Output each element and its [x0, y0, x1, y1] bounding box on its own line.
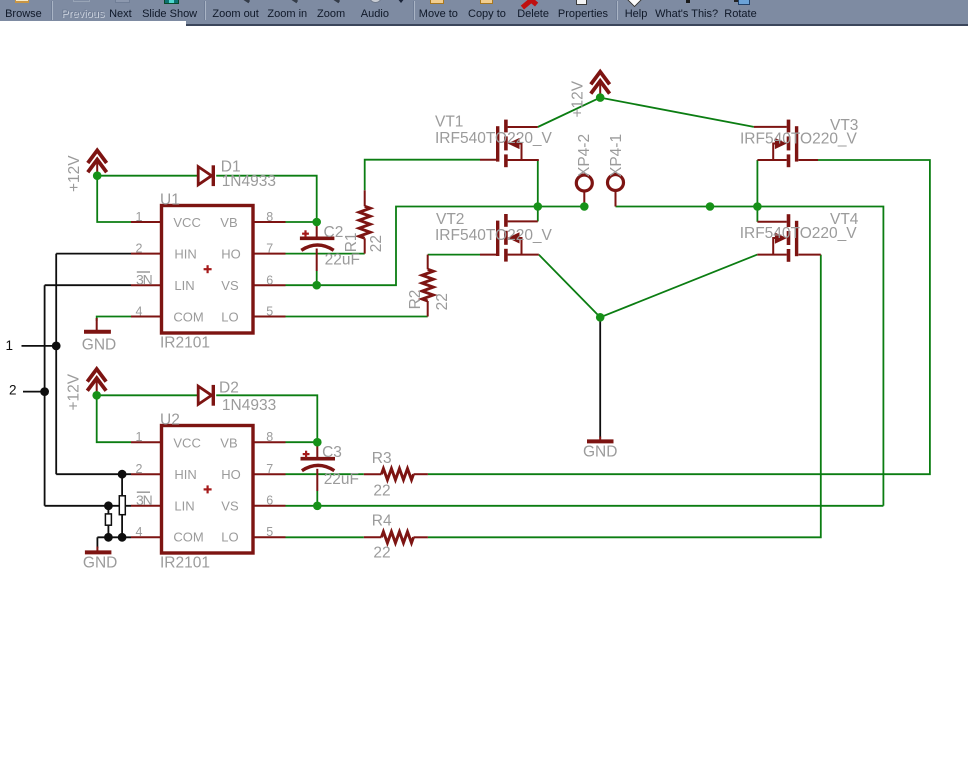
svg-text:VT3: VT3: [830, 117, 858, 134]
svg-text:VCC: VCC: [173, 435, 200, 450]
svg-text:22: 22: [434, 293, 451, 310]
svg-text:VS: VS: [221, 278, 239, 293]
svg-text:2: 2: [9, 382, 17, 397]
svg-text:LIN: LIN: [174, 498, 194, 513]
svg-text:1: 1: [136, 210, 143, 224]
svg-text:HIN: HIN: [174, 247, 196, 262]
svg-text:7: 7: [266, 242, 273, 256]
svg-text:N: N: [143, 492, 153, 508]
svg-text:+12V: +12V: [66, 373, 83, 410]
svg-text:N: N: [143, 272, 153, 288]
svg-text:HIN: HIN: [174, 467, 196, 482]
svg-text:7: 7: [266, 462, 273, 476]
svg-text:22uF: 22uF: [324, 471, 359, 488]
svg-text:R1: R1: [343, 232, 360, 252]
svg-text:3: 3: [136, 492, 144, 508]
svg-text:22: 22: [368, 235, 385, 252]
svg-text:IRF540TO220_V: IRF540TO220_V: [740, 225, 858, 242]
svg-text:HO: HO: [221, 467, 241, 482]
svg-text:2: 2: [136, 242, 143, 256]
svg-text:VT4: VT4: [830, 211, 859, 228]
svg-text:R2: R2: [407, 290, 424, 310]
svg-text:IR2101: IR2101: [160, 555, 210, 572]
svg-text:22uF: 22uF: [325, 251, 360, 268]
svg-text:R3: R3: [372, 450, 392, 467]
svg-text:1: 1: [6, 338, 14, 353]
svg-text:8: 8: [266, 430, 273, 444]
svg-text:+12V: +12V: [570, 80, 587, 117]
svg-text:IRF540TO220_V: IRF540TO220_V: [740, 130, 858, 147]
svg-text:4: 4: [136, 525, 143, 539]
svg-text:VB: VB: [220, 435, 237, 450]
svg-text:LIN: LIN: [174, 278, 194, 293]
svg-text:1N4933: 1N4933: [222, 173, 276, 190]
svg-text:GND: GND: [82, 337, 116, 354]
svg-text:VT2: VT2: [436, 211, 464, 228]
svg-text:VT1: VT1: [435, 114, 463, 131]
svg-text:VB: VB: [220, 215, 237, 230]
svg-text:VS: VS: [221, 498, 239, 513]
svg-text:LO: LO: [221, 310, 238, 325]
svg-text:IRF540TO220_V: IRF540TO220_V: [435, 227, 553, 244]
svg-text:U1: U1: [160, 192, 180, 209]
svg-text:C3: C3: [322, 444, 342, 461]
svg-text:5: 5: [266, 305, 273, 319]
svg-text:IRF540TO220_V: IRF540TO220_V: [435, 130, 553, 147]
svg-text:LO: LO: [221, 530, 238, 545]
svg-text:1N4933: 1N4933: [222, 397, 276, 414]
svg-text:22: 22: [373, 482, 390, 499]
svg-text:D2: D2: [219, 380, 239, 397]
svg-text:GND: GND: [83, 555, 117, 572]
svg-text:GND: GND: [583, 444, 617, 461]
svg-text:COM: COM: [173, 310, 203, 325]
svg-text:5: 5: [266, 525, 273, 539]
svg-text:IR2101: IR2101: [160, 335, 210, 352]
svg-text:R4: R4: [372, 513, 392, 530]
svg-text:COM: COM: [173, 530, 203, 545]
svg-text:C2: C2: [324, 224, 344, 241]
svg-text:U2: U2: [160, 412, 180, 429]
svg-text:XP4-2: XP4-2: [576, 134, 593, 177]
svg-text:VCC: VCC: [173, 215, 200, 230]
svg-text:4: 4: [136, 305, 143, 319]
svg-text:1: 1: [136, 430, 143, 444]
svg-text:2: 2: [136, 462, 143, 476]
svg-text:XP4-1: XP4-1: [608, 134, 625, 177]
svg-text:D1: D1: [221, 159, 241, 176]
svg-text:8: 8: [266, 210, 273, 224]
svg-text:6: 6: [266, 273, 273, 287]
svg-text:6: 6: [266, 494, 273, 508]
svg-text:+12V: +12V: [66, 155, 83, 192]
svg-text:HO: HO: [221, 247, 241, 262]
svg-text:3: 3: [136, 272, 144, 288]
svg-text:22: 22: [373, 545, 390, 562]
